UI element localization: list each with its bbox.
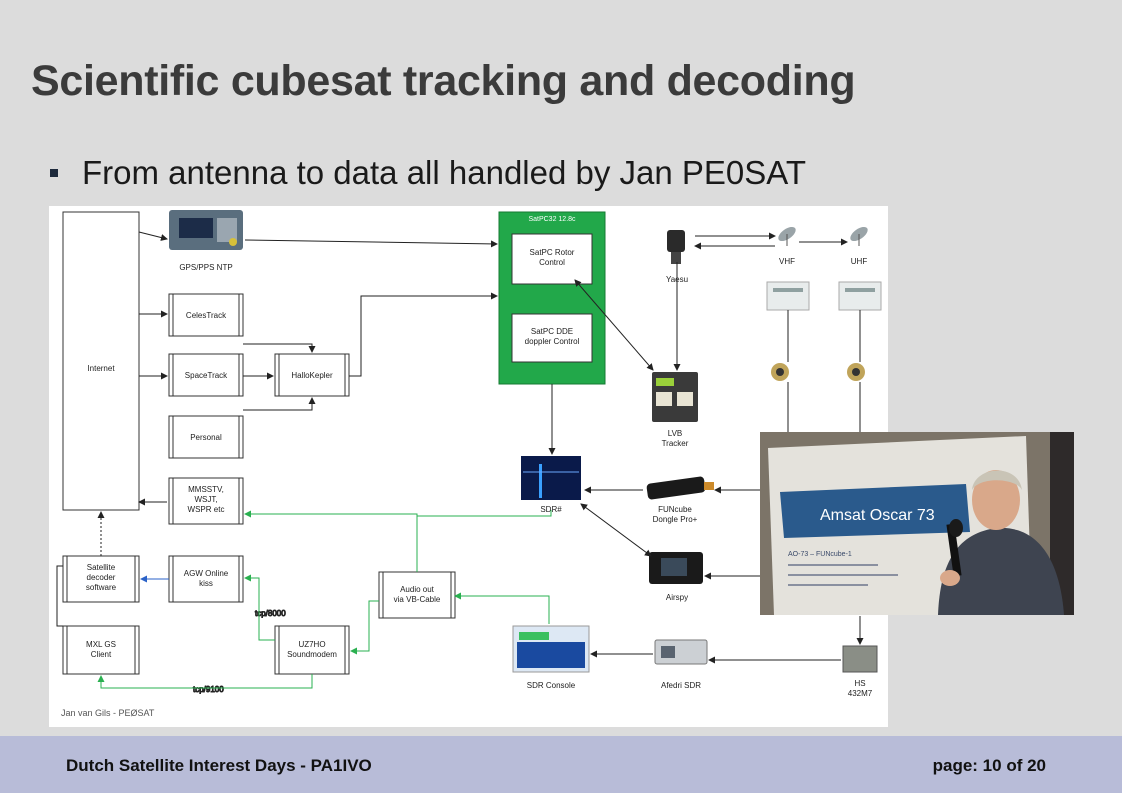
svg-text:HalloKepler: HalloKepler [291,371,333,380]
personal-box: Personal [168,415,244,459]
svg-text:Personal: Personal [190,433,222,442]
mmsstv-box: MMSSTV, WSJT, WSPR etc [168,477,244,525]
speaker-figure [938,470,1064,615]
svg-text:Dongle Pro+: Dongle Pro+ [653,515,698,524]
svg-text:AGW Online: AGW Online [184,569,229,578]
svg-text:SatPC DDE: SatPC DDE [531,327,573,336]
bullet-text: From antenna to data all handled by Jan … [82,154,807,191]
vhf-relay-icon [771,363,789,381]
svg-text:WSJT,: WSJT, [194,495,217,504]
sdrsharp-image: SDR# [521,456,581,514]
bullet-item: From antenna to data all handled by Jan … [50,154,806,192]
svg-text:via VB-Cable: via VB-Cable [394,595,441,604]
satpc32-block: SatPC32 12.8c SatPC Rotor Control SatPC … [498,211,606,385]
system-diagram: Internet GPS/PPS NTP CelesTrack SpaceTra… [49,206,888,727]
svg-text:432M7: 432M7 [848,689,873,698]
bullet-square-icon [50,169,58,177]
svg-text:kiss: kiss [199,579,213,588]
svg-text:CelesTrack: CelesTrack [186,311,227,320]
footer-page-number: page: 10 of 20 [932,756,1046,775]
slide-title: Scientific cubesat tracking and decoding [31,57,856,105]
uz7ho-soundmodem-box: UZ7HO Soundmodem [274,625,350,675]
svg-text:decoder: decoder [87,573,116,582]
svg-text:Client: Client [91,650,112,659]
connection-lines: tcp/8000 tcp/9100 [56,231,864,695]
spacetrack-box: SpaceTrack [168,353,244,397]
hallokepler-box: HalloKepler [274,353,350,397]
speaker-photo: Amsat Oscar 73 AO-73 – FUNcube-1 [760,432,1074,615]
uhf-preamp-image [838,281,882,311]
airspy-image: Airspy [649,552,703,602]
svg-text:WSPR etc: WSPR etc [188,505,225,514]
svg-text:Soundmodem: Soundmodem [287,650,337,659]
internet-box: Internet [62,211,140,511]
agw-online-box: AGW Online kiss [168,555,244,603]
svg-text:tcp/9100: tcp/9100 [193,685,224,694]
svg-text:Internet: Internet [87,364,115,373]
svg-text:Satellite: Satellite [87,563,116,572]
uhf-relay-icon [847,363,865,381]
footer-event-title: Dutch Satellite Interest Days - PA1IVO [66,756,372,775]
svg-text:SDR Console: SDR Console [527,681,576,690]
vhf-preamp-image [766,281,810,311]
svg-text:GPS/PPS NTP: GPS/PPS NTP [179,263,232,272]
svg-text:FUNcube: FUNcube [658,505,692,514]
celestrack-box: CelesTrack [168,293,244,337]
slide-footer: Dutch Satellite Interest Days - PA1IVO p… [0,736,1122,793]
sdr-console-image: SDR Console [512,625,590,690]
satellite-decoder-box: Satellite decoder software [62,555,140,603]
svg-text:VHF: VHF [779,257,795,266]
audio-out-box: Audio out via VB-Cable [378,571,456,619]
projected-slide-title: Amsat Oscar 73 [820,507,935,524]
svg-text:doppler Control: doppler Control [525,337,580,346]
projected-slide-line: AO-73 – FUNcube-1 [788,551,852,558]
svg-text:Afedri SDR: Afedri SDR [661,681,701,690]
svg-text:SDR#: SDR# [540,505,562,514]
svg-text:MMSSTV,: MMSSTV, [188,485,224,494]
diagram-credit: Jan van Gils - PEØSAT [61,708,155,718]
svg-text:SatPC32 12.8c: SatPC32 12.8c [528,216,576,223]
svg-text:UZ7HO: UZ7HO [298,640,325,649]
afedri-sdr-image: Afedri SDR [654,639,708,690]
svg-text:SatPC Rotor: SatPC Rotor [530,248,575,257]
svg-text:Tracker: Tracker [662,439,689,448]
svg-text:Airspy: Airspy [666,593,688,602]
svg-text:Control: Control [539,258,565,267]
svg-text:SpaceTrack: SpaceTrack [185,371,228,380]
gps-board-image: GPS/PPS NTP [169,210,243,272]
audio-routing-lines [97,510,552,689]
svg-text:tcp/8000: tcp/8000 [255,609,286,618]
vhf-antenna-icon: VHF [778,226,796,266]
svg-text:UHF: UHF [851,257,868,266]
lvb-tracker-image: LVB Tracker [652,372,698,448]
funcube-dongle-image: FUNcube Dongle Pro+ [646,476,714,524]
svg-text:software: software [86,583,117,592]
uhf-antenna-icon: UHF [850,226,868,266]
svg-text:LVB: LVB [668,429,683,438]
svg-text:MXL GS: MXL GS [86,640,116,649]
svg-text:HS: HS [854,679,865,688]
mxl-gs-client-box: MXL GS Client [62,625,140,675]
svg-text:Audio out: Audio out [400,585,435,594]
hs-432m7-image: HS 432M7 [842,645,878,698]
